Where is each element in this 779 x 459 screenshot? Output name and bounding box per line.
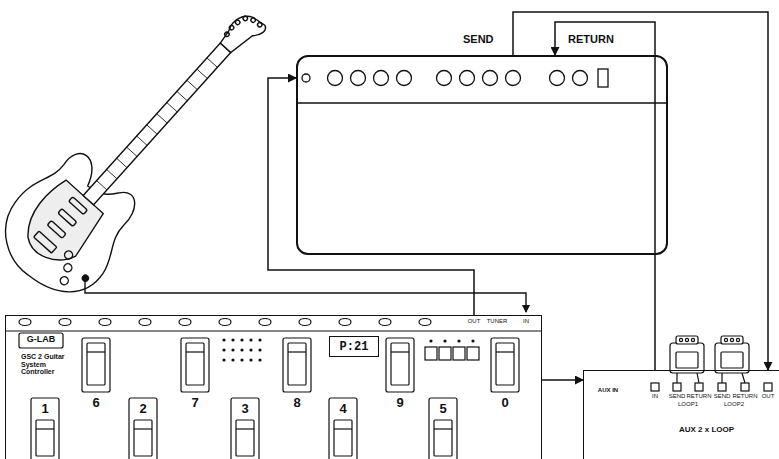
switch-number: 0 [500, 396, 509, 410]
switch-number: 5 [438, 402, 447, 416]
switch-number: 2 [138, 402, 147, 416]
cable-connector [513, 12, 768, 370]
cable-connector [542, 379, 583, 381]
switch-number: 1 [40, 402, 49, 416]
jack-label: RETURN [732, 393, 759, 400]
display-text: P:21 [340, 340, 369, 354]
jack-label: RETURN [568, 33, 614, 45]
amplifier-box: SENDRETURN [296, 55, 668, 255]
jack-label: IN [651, 393, 659, 400]
aux-loop-unit: AUX 2 x LOOP [583, 370, 779, 459]
device-name: GSC 2 Guitar System Controller [21, 353, 73, 376]
amplifier-panel [298, 69, 666, 103]
switch-number: 4 [338, 402, 347, 416]
jack-label: RETURN [686, 393, 713, 400]
loop-label: LOOP2 [723, 401, 745, 408]
jack-label: IN [522, 318, 530, 325]
controller-unit: GSC 2 Guitar System Controller P:21 [5, 315, 542, 459]
jack-label: OUT [761, 393, 776, 400]
jack-label: OUT [467, 318, 482, 325]
switch-number: 6 [91, 396, 100, 410]
jack-label: SEND [713, 393, 732, 400]
jack-label: SEND [668, 393, 687, 400]
switch-number: 3 [240, 402, 249, 416]
loop-label: LOOP1 [677, 401, 699, 408]
display-window: P:21 [329, 336, 379, 357]
switch-number: 9 [395, 396, 404, 410]
aux-loop-panel [651, 336, 772, 391]
logo: G-LAB [26, 335, 57, 345]
guitar-illustration [0, 0, 526, 312]
jack-label: TUNER [486, 318, 509, 325]
jack-label: SEND [463, 33, 494, 45]
controller-panel [5, 319, 542, 459]
switch-number: 8 [292, 396, 301, 410]
cable-connector [268, 78, 474, 315]
jack-label: AUX IN [597, 387, 619, 394]
device-name: AUX 2 x LOOP [679, 426, 734, 435]
cable-connector [555, 22, 655, 370]
switch-number: 7 [190, 396, 199, 410]
